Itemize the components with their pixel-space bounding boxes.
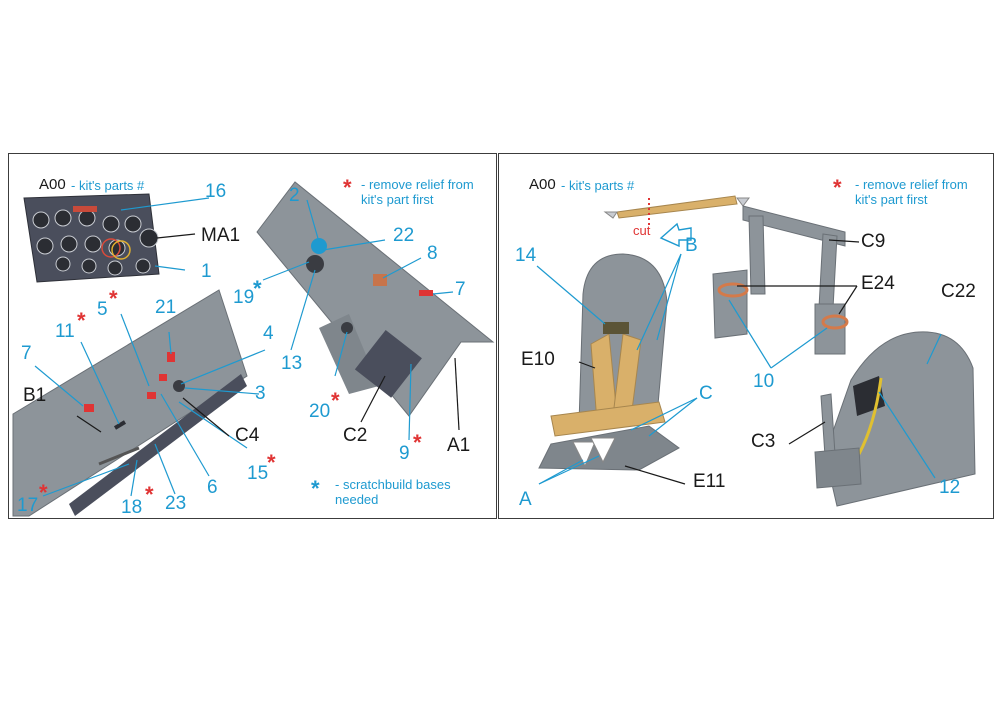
right-instruction-panel: A00 - kit's parts # * - remove relief fr… xyxy=(498,153,994,519)
label-15: 15 xyxy=(247,463,269,484)
label-16: 16 xyxy=(205,181,227,202)
cut-label: cut xyxy=(633,223,651,238)
right-header-code: A00 xyxy=(529,176,556,193)
label-7b: 7 xyxy=(21,343,32,364)
label-4: 4 xyxy=(263,323,274,344)
label-17: 17 xyxy=(17,495,39,516)
label-a: A xyxy=(519,489,532,510)
frame-c9 xyxy=(712,205,849,355)
label-b: B xyxy=(685,235,698,256)
left-instruction-panel: A00 - kit's parts # * - remove relief fr… xyxy=(8,153,497,519)
label-18: 18 xyxy=(121,497,143,518)
instrument-panel-ma1 xyxy=(23,193,160,283)
label-c22: C22 xyxy=(941,281,976,302)
side-panel-b1 xyxy=(12,289,248,517)
label-c3: C3 xyxy=(751,431,776,452)
label-10: 10 xyxy=(753,371,775,392)
label-c2: C2 xyxy=(343,425,368,446)
label-e10: E10 xyxy=(521,349,555,370)
right-leader-lines xyxy=(536,253,942,485)
label-13: 13 xyxy=(281,353,303,374)
label-ma1: MA1 xyxy=(201,225,241,246)
label-17-asterisk: * xyxy=(39,480,48,505)
label-e24: E24 xyxy=(861,273,895,294)
label-20-asterisk: * xyxy=(331,388,340,413)
label-11-asterisk: * xyxy=(77,308,86,333)
label-5: 5 xyxy=(97,299,108,320)
left-header-code: A00 xyxy=(39,176,66,193)
label-8: 8 xyxy=(427,243,438,264)
left-black-leaders xyxy=(76,233,460,437)
right-relief-note: - remove relief from kit's part first xyxy=(855,177,968,207)
label-b1: B1 xyxy=(23,385,47,406)
label-c9: C9 xyxy=(861,231,886,252)
label-9-asterisk: * xyxy=(413,430,422,455)
left-panel-illustration xyxy=(12,181,495,517)
left-scratch-asterisk: * xyxy=(311,476,320,501)
label-21: 21 xyxy=(155,297,177,318)
left-relief-asterisk: * xyxy=(343,175,352,200)
console-c22 xyxy=(814,331,976,507)
right-header-text: - kit's parts # xyxy=(561,178,635,193)
label-e11: E11 xyxy=(693,471,726,492)
seat-e10 xyxy=(538,253,680,471)
label-14: 14 xyxy=(515,245,537,266)
label-12: 12 xyxy=(939,477,961,498)
left-relief-note: - remove relief from kit's part first xyxy=(361,177,474,207)
label-11: 11 xyxy=(55,321,75,342)
label-3: 3 xyxy=(255,383,266,404)
label-c: C xyxy=(699,383,713,404)
right-black-leaders xyxy=(578,239,860,485)
label-20: 20 xyxy=(309,401,331,422)
label-9: 9 xyxy=(399,443,410,464)
label-23: 23 xyxy=(165,493,187,514)
right-panel-illustration xyxy=(536,195,976,507)
label-19-asterisk: * xyxy=(253,276,262,301)
left-leader-lines xyxy=(34,197,454,497)
label-15-asterisk: * xyxy=(267,450,276,475)
belt-strap-part xyxy=(603,195,750,248)
label-a1: A1 xyxy=(447,435,471,456)
label-5-asterisk: * xyxy=(109,286,118,311)
label-19: 19 xyxy=(233,287,255,308)
label-1: 1 xyxy=(201,261,212,282)
label-22: 22 xyxy=(393,225,415,246)
label-c4: C4 xyxy=(235,425,260,446)
label-18-asterisk: * xyxy=(145,482,154,507)
label-6: 6 xyxy=(207,477,218,498)
label-7a: 7 xyxy=(455,279,466,300)
left-header-text: - kit's parts # xyxy=(71,178,145,193)
right-relief-asterisk: * xyxy=(833,175,842,200)
label-2: 2 xyxy=(289,185,300,206)
left-scratch-note: - scratchbuild bases needed xyxy=(335,477,451,507)
